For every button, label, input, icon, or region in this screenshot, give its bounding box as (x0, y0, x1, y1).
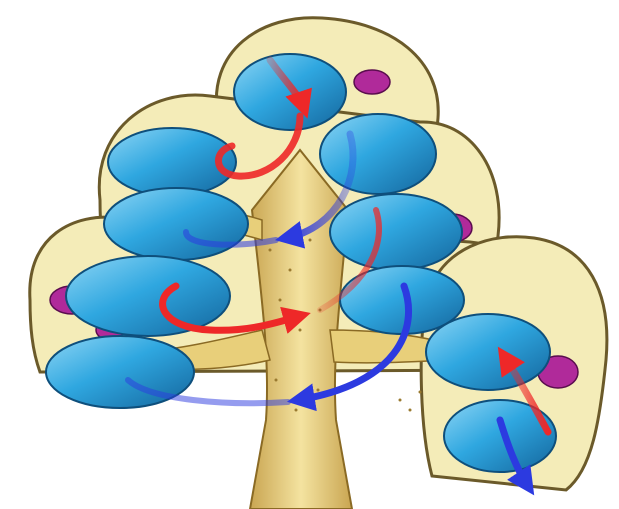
duct-upper-right (320, 114, 436, 194)
duct-middle-left (66, 256, 230, 336)
duct-base-upper (426, 314, 550, 390)
duct-mid-upper-left (104, 188, 248, 260)
duct-mid-upper-right (330, 194, 462, 270)
organ-apex (354, 70, 390, 94)
duct-apex (234, 54, 346, 130)
